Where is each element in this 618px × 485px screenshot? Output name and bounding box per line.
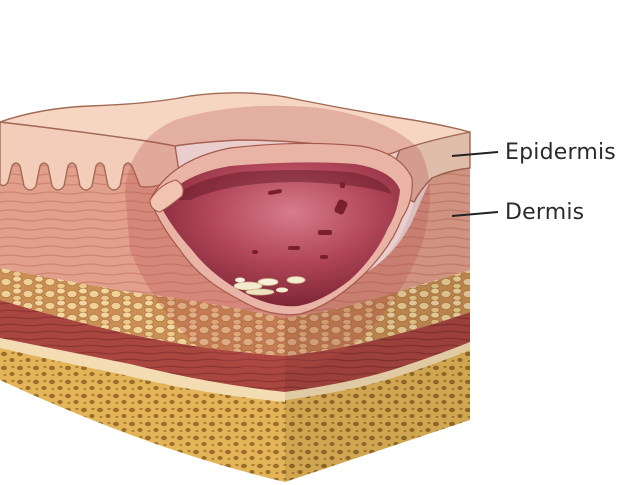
granulation-spot — [318, 230, 332, 235]
granulation-spot — [340, 182, 345, 188]
bone-layer — [0, 345, 285, 482]
side-fascia — [285, 342, 470, 400]
dermis-label: Dermis — [505, 200, 585, 225]
side-bone — [285, 350, 470, 482]
fascia-band — [0, 338, 285, 402]
side-muscle — [285, 312, 470, 392]
epidermis-label: Epidermis — [505, 140, 616, 165]
granulation-spot — [288, 246, 300, 250]
granulation-spot — [320, 255, 328, 259]
dermis-leader-line — [451, 211, 499, 217]
epidermis-top — [0, 92, 471, 156]
skin-top-surface — [0, 92, 471, 156]
wound-lip-left — [149, 179, 184, 213]
wound — [149, 142, 413, 316]
epidermis-front — [0, 121, 181, 191]
side-fat — [285, 270, 470, 356]
fat-layer — [0, 268, 285, 356]
side-dermis — [285, 168, 470, 318]
granulation-spot — [268, 189, 282, 195]
granulation-spot — [334, 199, 348, 215]
granulation-spot — [252, 250, 258, 254]
muscle-layer — [0, 300, 285, 392]
wound-bed — [160, 162, 400, 307]
epidermis-leader-line — [451, 151, 499, 157]
slough — [233, 276, 306, 296]
